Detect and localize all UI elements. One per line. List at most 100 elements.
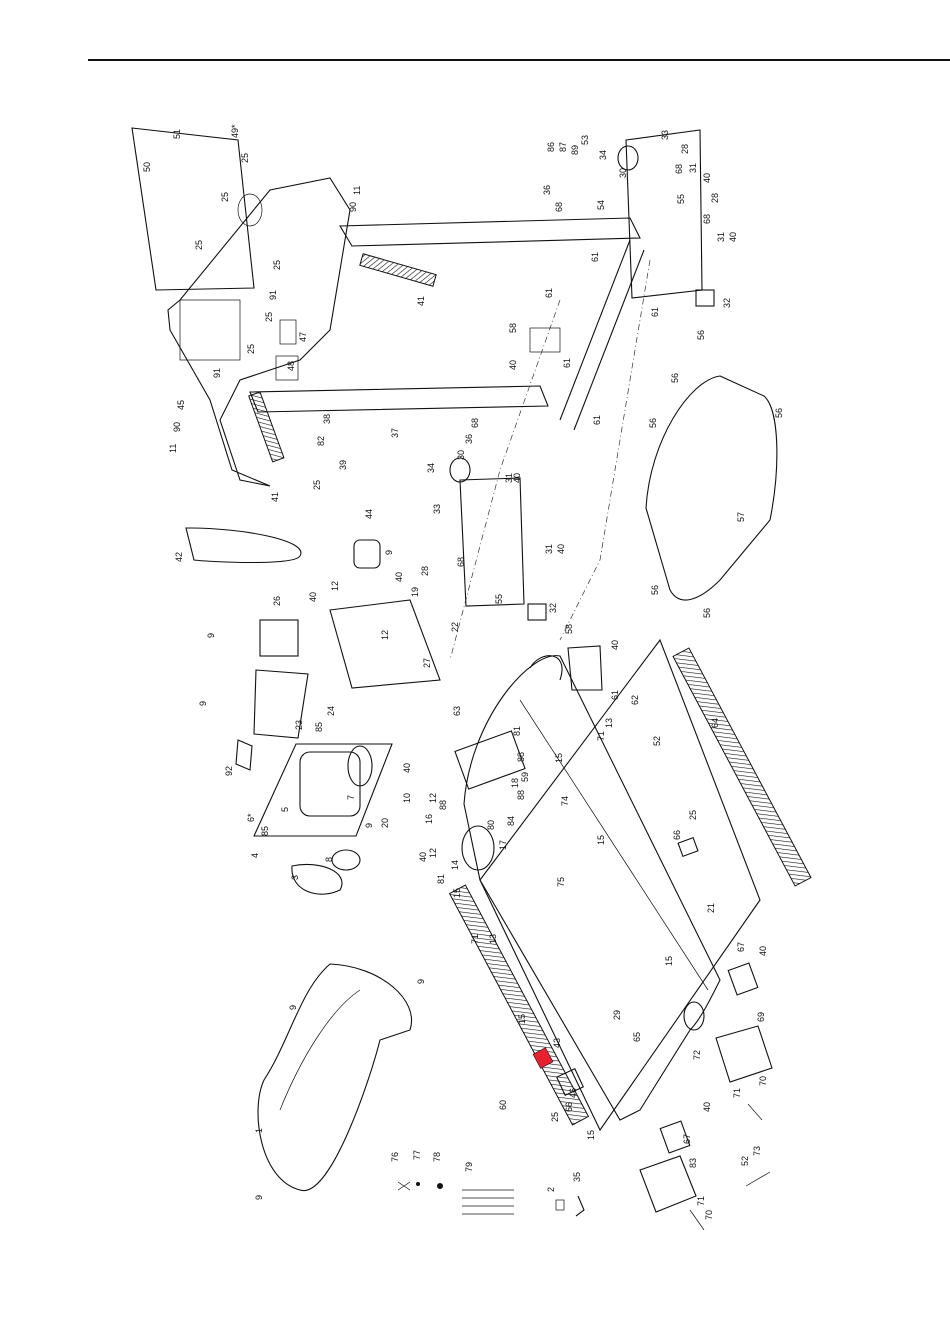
part-label-p24: 24	[326, 706, 336, 716]
foot-58-bottom	[567, 645, 603, 691]
part-label-p56c: 56	[648, 418, 658, 428]
part-label-p40c: 40	[508, 360, 518, 370]
part-label-p25h: 25	[688, 810, 698, 820]
part-label-p62: 62	[630, 695, 640, 705]
part-label-p44: 44	[364, 509, 374, 519]
part-label-p25c: 25	[194, 240, 204, 250]
part-label-p18: 18	[510, 778, 520, 788]
part-label-p40b: 40	[728, 232, 738, 242]
frame-bend	[529, 655, 563, 681]
part-label-p91b: 91	[212, 368, 222, 378]
part-label-p90a: 90	[348, 202, 358, 212]
part-label-p9d: 9	[364, 823, 374, 828]
upright-frame	[248, 129, 703, 661]
part-label-p40l: 40	[702, 1102, 712, 1112]
part-label-p71a: 71	[596, 731, 606, 741]
bracket-47	[279, 319, 297, 345]
part-label-p31b: 31	[716, 232, 726, 242]
part-label-p37: 37	[390, 428, 400, 438]
loose-hardware	[397, 1103, 771, 1231]
part-label-p88b: 88	[438, 800, 448, 810]
endcap-83	[639, 1155, 697, 1213]
part-label-p15c: 15	[452, 888, 462, 898]
cap-32-bottom	[527, 603, 547, 621]
part-label-p32b: 32	[548, 603, 558, 613]
part-label-p88a: 88	[516, 752, 526, 762]
part-label-p92: 92	[224, 766, 234, 776]
part-label-p86: 86	[546, 142, 556, 152]
part-label-p2: 2	[546, 1187, 556, 1192]
part-label-p15a: 15	[554, 753, 564, 763]
part-label-p87: 87	[558, 142, 568, 152]
drive-belt	[291, 863, 343, 895]
part-label-p84: 84	[506, 816, 516, 826]
part-label-p48: 48	[286, 361, 296, 371]
part-label-p61e: 61	[592, 415, 602, 425]
controller-26	[259, 619, 299, 657]
part-label-p60: 60	[498, 1100, 508, 1110]
part-label-p67a: 67	[736, 942, 746, 952]
part-label-p34b: 34	[426, 463, 436, 473]
part-label-p40e: 40	[556, 544, 566, 554]
console-display-outline	[131, 127, 255, 291]
part-label-p91a: 91	[268, 290, 278, 300]
part-label-p12a: 12	[330, 581, 340, 591]
motor-electronics	[185, 527, 441, 895]
part-label-p6: 6*	[246, 813, 256, 822]
part-label-p72: 72	[692, 1050, 702, 1060]
part-label-p9g: 9	[254, 1195, 264, 1200]
part-label-p56b: 56	[670, 373, 680, 383]
part-label-p89: 89	[570, 145, 580, 155]
part-label-p9f: 9	[416, 979, 426, 984]
part-label-p40g: 40	[394, 572, 404, 582]
wheel-34-top	[617, 145, 639, 171]
part-label-p47: 47	[298, 332, 308, 342]
part-label-p70b: 70	[704, 1210, 714, 1220]
part-label-p32a: 32	[722, 298, 732, 308]
upright-cross-2	[573, 249, 645, 431]
part-label-p29: 29	[612, 1010, 622, 1020]
part-label-p15d: 15	[664, 956, 674, 966]
part-label-p88c: 88	[516, 790, 526, 800]
foot-67-left	[659, 1120, 691, 1154]
rear-roller-72	[683, 1001, 705, 1031]
part-label-p55a: 55	[676, 194, 686, 204]
bracket-46	[555, 1067, 585, 1097]
part-label-p71c: 71	[732, 1088, 742, 1098]
rail-41-left	[248, 391, 285, 463]
part-label-p28c: 28	[420, 566, 430, 576]
part-label-p65: 65	[632, 1032, 642, 1042]
part-label-p85a: 85	[314, 722, 324, 732]
part-label-p13a: 13	[604, 718, 614, 728]
part-label-p12b: 12	[380, 630, 390, 640]
part-label-p5: 5	[280, 807, 290, 812]
bolt-70-right	[747, 1103, 763, 1121]
part-label-p66a: 66	[672, 830, 682, 840]
part-label-p14: 14	[450, 860, 460, 870]
part-label-p33a: 33	[660, 130, 670, 140]
part-label-p61c: 61	[650, 307, 660, 317]
part-label-p61f: 61	[610, 690, 620, 700]
part-label-p3: 3	[290, 875, 300, 880]
part-label-p41a: 41	[416, 296, 426, 306]
part-label-p56a: 56	[696, 330, 706, 340]
clip-2	[555, 1199, 565, 1211]
part-label-p35: 35	[572, 1172, 582, 1182]
part-label-p40k: 40	[758, 946, 768, 956]
part-label-p43: 43	[552, 1038, 562, 1048]
part-label-p17: 17	[498, 840, 508, 850]
part-label-p40f: 40	[308, 592, 318, 602]
part-label-p75: 75	[556, 877, 566, 887]
part-label-p81b: 81	[436, 874, 446, 884]
cover-44	[353, 539, 381, 569]
wheel-34-bottom	[449, 457, 471, 483]
part-label-p38: 38	[322, 414, 332, 424]
part-label-p83: 83	[688, 1158, 698, 1168]
knob-78	[437, 1183, 443, 1189]
endcap-69	[715, 1025, 773, 1083]
part-label-p20: 20	[380, 818, 390, 828]
part-label-p82: 82	[316, 436, 326, 446]
part-label-p11a: 11	[168, 444, 178, 453]
part-label-p40i: 40	[402, 763, 412, 773]
